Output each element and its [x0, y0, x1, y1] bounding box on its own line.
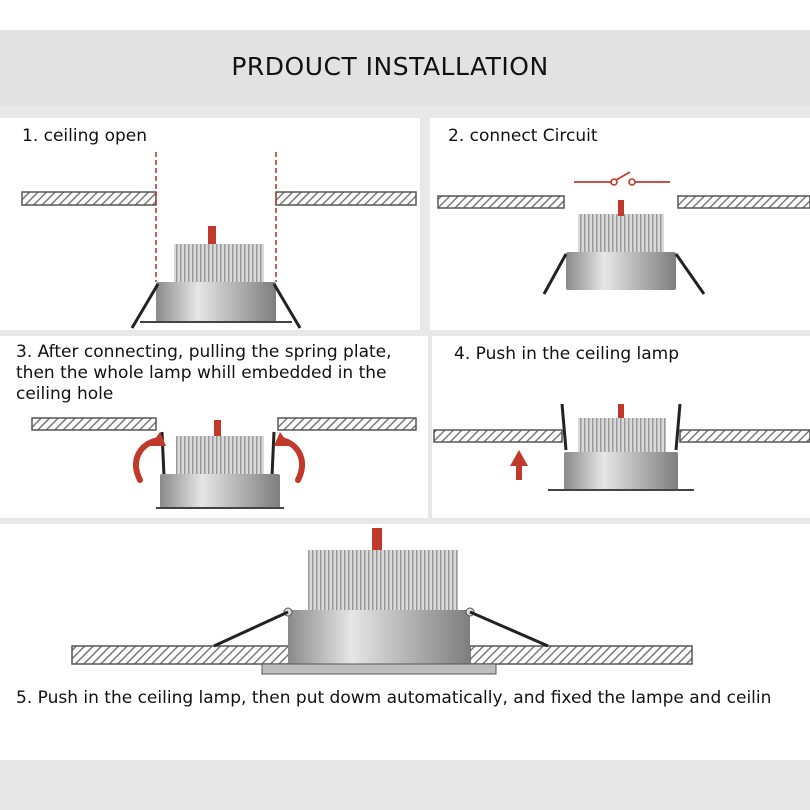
- step-3-arrowhead-right: [274, 432, 290, 446]
- step-4-lamp: [548, 403, 694, 491]
- step-4-ceiling-right: [679, 429, 810, 443]
- title-banner: [0, 30, 810, 106]
- step-2-ceiling-right: [677, 195, 810, 209]
- separator-bottom: [0, 760, 810, 810]
- step-4-label: 4. Push in the ceiling lamp: [454, 344, 680, 364]
- step-3-ceiling-left: [31, 417, 157, 431]
- page-title: PRDOUCT INSTALLATION: [231, 52, 549, 81]
- separator-col2: [428, 336, 432, 518]
- step-5-lamp: [213, 528, 549, 675]
- step-4-arrow-up: [510, 450, 528, 480]
- step-3-lamp: [156, 420, 284, 509]
- step-5-ceiling-left: [71, 645, 291, 665]
- step-4-ceiling-left: [433, 429, 563, 443]
- step-3-arrowhead-left: [150, 432, 166, 446]
- step-2-switch-symbol: [574, 171, 670, 186]
- step-1-label: 1. ceiling open: [22, 126, 147, 146]
- separator-top: [0, 106, 810, 118]
- separator-row2: [0, 518, 810, 524]
- step-5-label: 5. Push in the ceiling lamp, then put do…: [16, 688, 772, 708]
- step-3-label: 3. After connecting, pulling the spring …: [16, 342, 392, 404]
- step-2-label: 2. connect Circuit: [448, 126, 598, 146]
- separator-row1: [0, 330, 810, 336]
- step-1-ceiling-left: [21, 191, 157, 206]
- step-1-ceiling-right: [275, 191, 417, 206]
- step-1-lamp: [130, 226, 302, 329]
- step-5-ceiling-right: [469, 645, 693, 665]
- step-2-lamp: [542, 200, 706, 295]
- step-3-ceiling-right: [277, 417, 417, 431]
- step-2-ceiling-left: [437, 195, 565, 209]
- separator-col1: [420, 118, 430, 330]
